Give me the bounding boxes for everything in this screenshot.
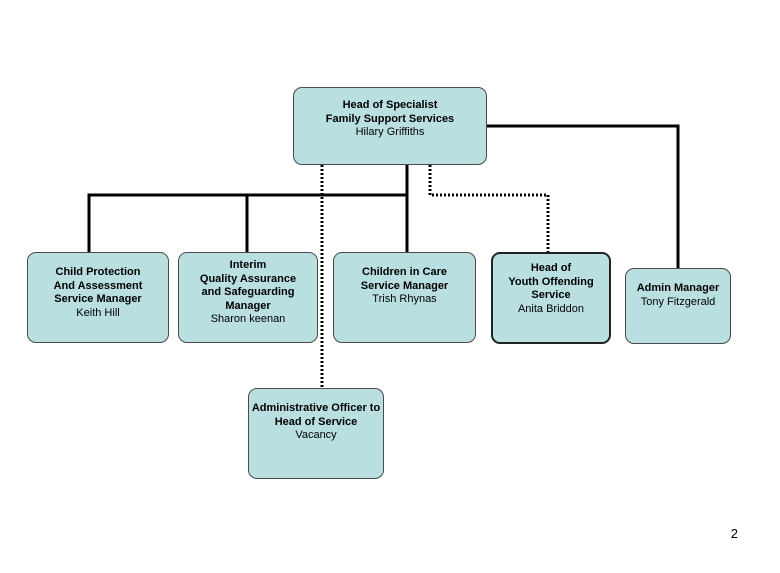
node-head-of-service: Head of Specialist Family Support Servic… <box>293 87 487 165</box>
node-children-in-care: Children in Care Service Manager Trish R… <box>333 252 476 343</box>
node-title: Child Protection And Assessment Service … <box>53 266 143 305</box>
node-person-name: Anita Briddon <box>517 302 585 315</box>
node-admin-manager: Admin Manager Tony Fitzgerald <box>625 268 731 344</box>
node-title: Head of Youth Offending Service <box>508 262 594 301</box>
node-quality-assurance: Interim Quality Assurance and Safeguardi… <box>178 252 318 343</box>
node-title: Interim Quality Assurance and Safeguardi… <box>199 259 297 312</box>
node-title: Administrative Officer to Head of Servic… <box>251 402 381 428</box>
node-person-name: Vacancy <box>295 429 337 441</box>
solid-line-to-admin-manager <box>487 124 680 268</box>
node-person-name: Sharon keenan <box>210 313 286 325</box>
dotted-line-to-youth-offending <box>428 165 550 252</box>
node-child-protection: Child Protection And Assessment Service … <box>27 252 169 343</box>
page-number: 2 <box>730 526 738 541</box>
node-person-name: Hilary Griffiths <box>355 126 425 138</box>
node-youth-offending: Head of Youth Offending Service Anita Br… <box>491 252 611 344</box>
node-person-name: Keith Hill <box>76 306 120 319</box>
node-title: Admin Manager <box>636 282 720 294</box>
node-person-name: Trish Rhynas <box>372 293 437 305</box>
node-title: Head of Specialist Family Support Servic… <box>325 99 455 125</box>
solid-line-main-horizontal <box>87 193 408 252</box>
node-title: Children in Care Service Manager <box>360 266 449 292</box>
node-administrative-officer: Administrative Officer to Head of Servic… <box>248 388 384 479</box>
node-person-name: Tony Fitzgerald <box>640 295 716 308</box>
